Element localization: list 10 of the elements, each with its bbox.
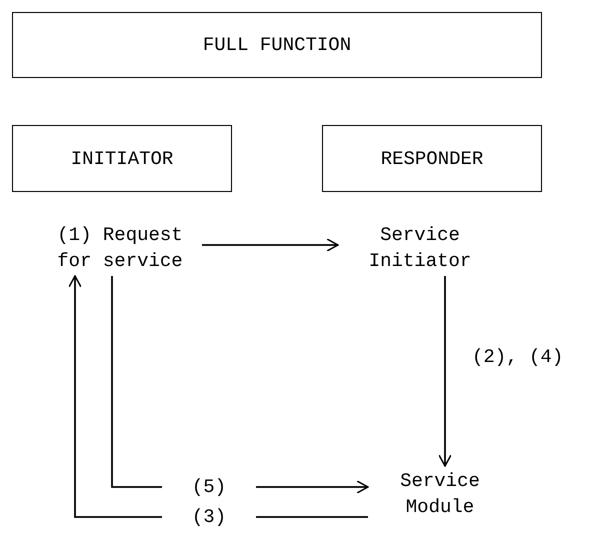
step-label: (1) Request for service xyxy=(40,222,200,274)
arrow xyxy=(202,238,339,252)
step-label: Service Initiator xyxy=(340,222,500,274)
edge-label: (3) xyxy=(162,506,256,528)
arrow xyxy=(438,276,452,467)
edge-label: (5) xyxy=(162,476,256,498)
function-box: FULL FUNCTION xyxy=(12,12,542,78)
function-box: INITIATOR xyxy=(12,125,232,192)
step-label: Service Module xyxy=(370,468,510,520)
function-box: RESPONDER xyxy=(322,125,542,192)
